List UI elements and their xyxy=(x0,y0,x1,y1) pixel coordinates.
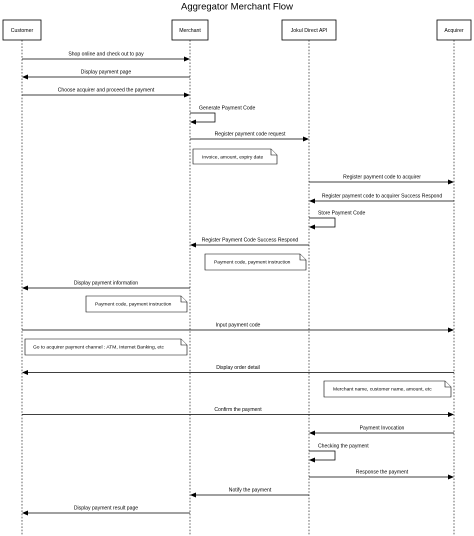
arrow-head xyxy=(22,370,28,375)
message-confirm-payment: Confirm the payment xyxy=(22,407,454,417)
message-label: Register payment code request xyxy=(215,132,286,138)
message-label: Register payment code to acquirer xyxy=(343,175,421,181)
arrow-head xyxy=(190,492,196,498)
note-label: Merchant name, customer name, amount, et… xyxy=(333,387,432,393)
message-shop-online: Shop online and check out to pay xyxy=(22,52,190,62)
message-choose-acquirer: Choose acquirer and proceed the payment xyxy=(22,88,190,98)
arrow-head xyxy=(309,198,315,204)
message-store-payment-code: Store Payment Code xyxy=(309,211,365,230)
note-label: Go to acquirer payment channel : ATM, In… xyxy=(33,345,164,351)
note-payment-code-instruction-merchant: Payment code, payment instruction xyxy=(85,295,188,313)
participant-merchant: Merchant xyxy=(171,19,209,41)
message-input-payment-code: Input payment code xyxy=(22,323,454,333)
message-label: Display payment result page xyxy=(74,506,138,512)
message-response-payment: Response the payment xyxy=(309,470,454,480)
participant-merchant-label: Merchant xyxy=(179,28,201,34)
arrow-head xyxy=(448,327,454,333)
message-acquirer-success-respond: Register payment code to acquirer Succes… xyxy=(309,194,454,204)
message-label: Register payment code to acquirer Succes… xyxy=(322,194,442,200)
arrow-head xyxy=(22,285,28,291)
arrow-head xyxy=(448,474,454,480)
arrow-head xyxy=(190,242,196,248)
note-acquirer-payment-channel: Go to acquirer payment channel : ATM, In… xyxy=(24,338,188,356)
message-label: Display order detail xyxy=(216,365,260,371)
message-display-order-detail: Display order detail xyxy=(22,365,454,375)
message-label: Payment Invocation xyxy=(360,426,405,432)
arrow-head xyxy=(184,56,190,62)
message-checking-payment: Checking the payment xyxy=(309,444,369,463)
message-label: Input payment code xyxy=(216,323,261,329)
message-label: Generate Payment Code xyxy=(199,106,256,112)
arrow-head xyxy=(309,430,315,436)
diagram-title: Aggregator Merchant Flow xyxy=(181,2,293,13)
arrow-head xyxy=(448,179,454,185)
arrow-head xyxy=(22,74,28,80)
message-label: Register Payment Code Success Respond xyxy=(202,238,299,244)
note-payment-code-instruction-jokul: Payment code, payment instruction xyxy=(204,253,307,271)
message-label: Display payment information xyxy=(74,281,138,287)
message-notify-payment: Notify the payment xyxy=(190,488,309,498)
message-display-payment-page: Display payment page xyxy=(22,70,190,80)
participant-customer-label: Customer xyxy=(11,28,34,34)
message-generate-payment-code: Generate Payment Code xyxy=(190,106,256,125)
arrow-head xyxy=(303,136,309,142)
message-register-success-respond: Register Payment Code Success Respond xyxy=(190,238,309,248)
note-label: Payment code, payment instruction xyxy=(214,260,291,266)
message-display-payment-information: Display payment information xyxy=(22,281,190,291)
arrow-head xyxy=(309,457,315,463)
note-invoice-amount: Invoice, amount, expiry date xyxy=(192,148,278,165)
arrow-head xyxy=(309,224,315,230)
participant-jokul: Jokul Direct API xyxy=(281,19,337,41)
message-label: Checking the payment xyxy=(318,444,369,450)
participant-acquirer: Acquirer xyxy=(436,19,472,41)
message-label: Response the payment xyxy=(356,470,409,476)
arrow-head xyxy=(184,92,190,98)
note-label: Payment code, payment instruction xyxy=(95,302,172,308)
note-merchant-customer-amount: Merchant name, customer name, amount, et… xyxy=(323,380,452,398)
message-payment-invocation: Payment Invocation xyxy=(309,426,454,436)
participant-customer: Customer xyxy=(2,19,42,41)
message-label: Store Payment Code xyxy=(318,211,365,217)
message-label: Notify the payment xyxy=(229,488,272,494)
message-display-payment-result: Display payment result page xyxy=(22,506,190,516)
message-label: Shop online and check out to pay xyxy=(68,52,144,58)
participant-acquirer-label: Acquirer xyxy=(444,28,464,34)
note-label: Invoice, amount, expiry date xyxy=(202,155,263,161)
arrow-head xyxy=(448,412,454,417)
message-label: Display payment page xyxy=(81,70,132,76)
participant-jokul-label: Jokul Direct API xyxy=(291,28,328,34)
message-label: Confirm the payment xyxy=(214,407,262,413)
arrow-head xyxy=(190,119,196,125)
arrow-head xyxy=(22,510,28,516)
message-register-to-acquirer: Register payment code to acquirer xyxy=(309,175,454,185)
message-label: Choose acquirer and proceed the payment xyxy=(58,88,155,94)
message-register-payment-code-request: Register payment code request xyxy=(190,132,309,142)
